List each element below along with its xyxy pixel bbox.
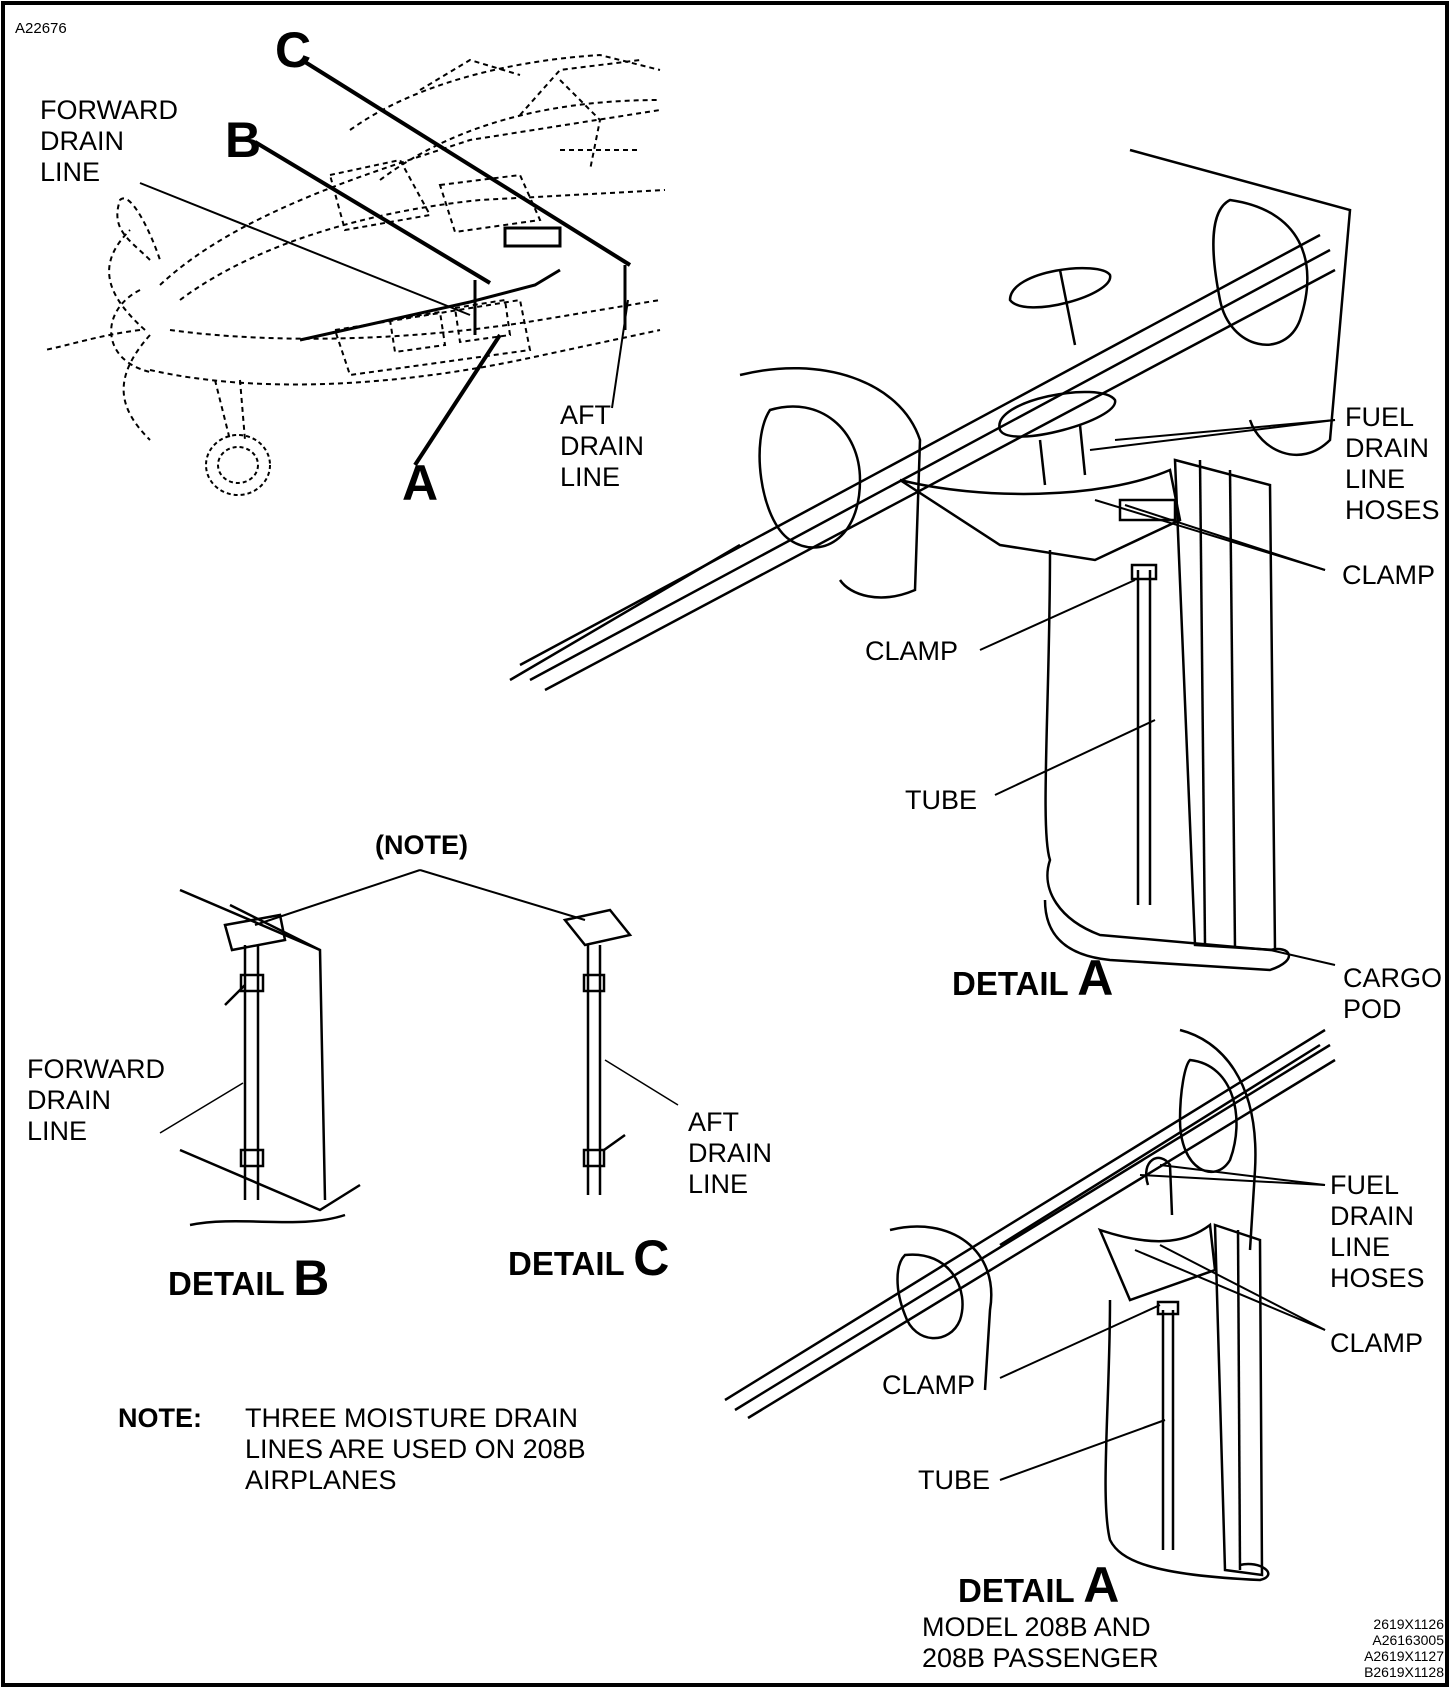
detail-b-illustration [159, 888, 361, 1227]
label-aft-drain-line-overview: AFT DRAIN LINE [560, 400, 645, 492]
label-fuel-drain-line-hoses-lower: FUEL DRAIN LINE HOSES [1330, 1170, 1425, 1293]
note-text: THREE MOISTURE DRAIN LINES ARE USED ON 2… [245, 1403, 586, 1495]
overview-drain-lines [299, 226, 627, 342]
callout-leaders [139, 60, 632, 467]
label-clamp-right-lower: CLAMP [1330, 1328, 1424, 1358]
figure-id: A22676 [15, 20, 67, 37]
note-ref-label: (NOTE) [375, 830, 468, 860]
detail-a-lower-title: DETAIL A [958, 1557, 1120, 1613]
label-clamp-right-upper: CLAMP [1342, 560, 1436, 590]
nose-wheel [205, 434, 271, 496]
label-tube-lower: TUBE [918, 1465, 991, 1495]
label-forward-drain-line-overview: FORWARD DRAIN LINE [40, 95, 178, 187]
label-cargo-pod: CARGO POD [1343, 963, 1443, 1024]
detail-a-upper-illustration [509, 148, 1352, 972]
label-leaders [979, 419, 1336, 1481]
detail-c-title: DETAIL C [508, 1230, 670, 1286]
label-forward-drain-line-detail-b: FORWARD DRAIN LINE [27, 1054, 165, 1146]
callout-c: C [275, 22, 312, 78]
detail-a-upper-title: DETAIL A [952, 950, 1114, 1006]
note-heading: NOTE: [118, 1403, 202, 1433]
detail-c-illustration [562, 908, 679, 1195]
callout-b: B [225, 112, 262, 168]
label-clamp-left-lower: CLAMP [882, 1370, 976, 1400]
label-aft-drain-line-detail-c: AFT DRAIN LINE [688, 1107, 773, 1199]
drawing-codes: 2619X1126 A26163005 A2619X1127 B2619X112… [1364, 1616, 1444, 1680]
note-leaders [254, 869, 586, 926]
callout-a: A [402, 455, 439, 511]
airplane-overview-illustration [44, 53, 666, 441]
label-tube-upper: TUBE [905, 785, 978, 815]
label-clamp-left-upper: CLAMP [865, 636, 959, 666]
detail-a-lower-illustration [724, 1028, 1336, 1582]
label-fuel-drain-line-hoses-upper: FUEL DRAIN LINE HOSES [1345, 402, 1440, 525]
detail-b-title: DETAIL B [168, 1250, 330, 1306]
model-caption: MODEL 208B AND 208B PASSENGER [922, 1612, 1159, 1673]
